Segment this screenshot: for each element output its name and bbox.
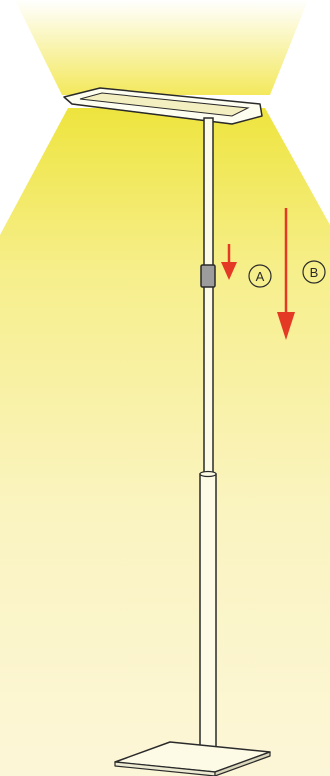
label-a: A	[248, 264, 272, 288]
luminaire-head	[63, 87, 263, 125]
upper-pole	[203, 117, 214, 475]
label-a-text: A	[256, 269, 265, 284]
downlight-beam	[0, 108, 330, 776]
base-plate	[114, 741, 271, 776]
arrow-a	[221, 244, 237, 280]
height-adjust-clamp	[200, 264, 216, 288]
label-b-text: B	[310, 265, 319, 280]
arrow-b	[277, 208, 295, 340]
label-b: B	[302, 260, 326, 284]
uplight-beam	[15, 0, 308, 95]
lower-pole	[199, 470, 217, 753]
